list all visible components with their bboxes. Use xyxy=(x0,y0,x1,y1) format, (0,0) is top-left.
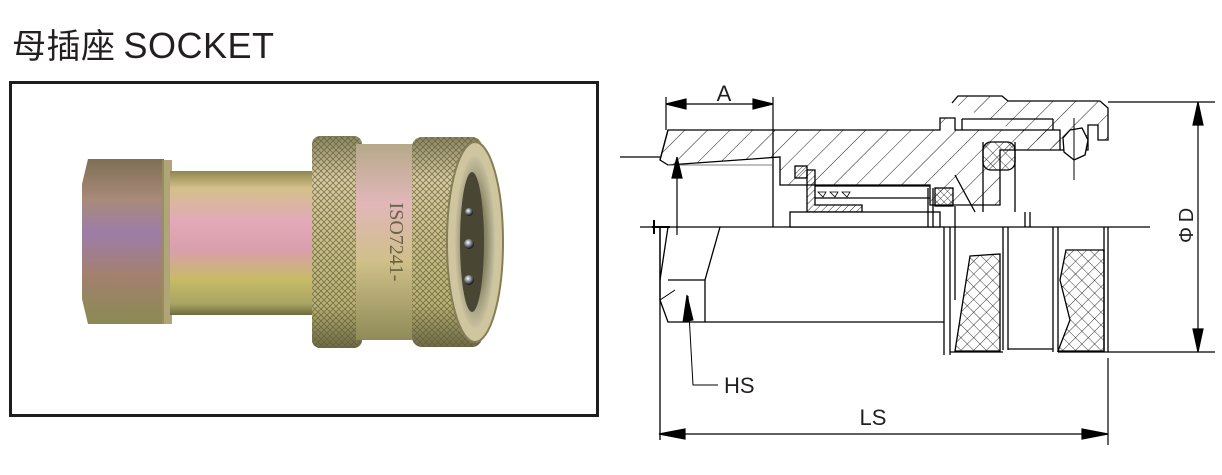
iso-marking: ISO7241- xyxy=(385,203,407,282)
small-seal xyxy=(934,187,954,207)
socket-photo: ISO7241- xyxy=(82,136,504,348)
locking-ball-section xyxy=(1062,127,1089,161)
knurl-rear xyxy=(954,253,1001,352)
knurl-front xyxy=(1057,249,1105,352)
hex-end xyxy=(82,159,164,324)
locking-ball xyxy=(464,239,474,249)
technical-drawing: A Φ D HS xyxy=(600,70,1222,470)
section-drawing: A Φ D HS xyxy=(620,81,1215,445)
sleeve-band xyxy=(356,144,416,340)
o-ring xyxy=(982,141,1016,171)
socket-body xyxy=(170,171,330,315)
product-photo-frame: ISO7241- xyxy=(9,81,599,417)
locking-ball xyxy=(465,208,473,216)
dimension-d-symbol: Φ xyxy=(1176,227,1198,243)
dimension-hs-label: HS xyxy=(724,373,755,398)
dimension-ls-label: LS xyxy=(860,405,887,430)
dimension-d-label: D xyxy=(1176,208,1198,222)
dimension-a-label: A xyxy=(717,81,732,106)
title-chinese: 母插座 xyxy=(12,27,116,67)
title-english: SOCKET xyxy=(123,25,275,66)
locking-ball xyxy=(464,275,474,285)
